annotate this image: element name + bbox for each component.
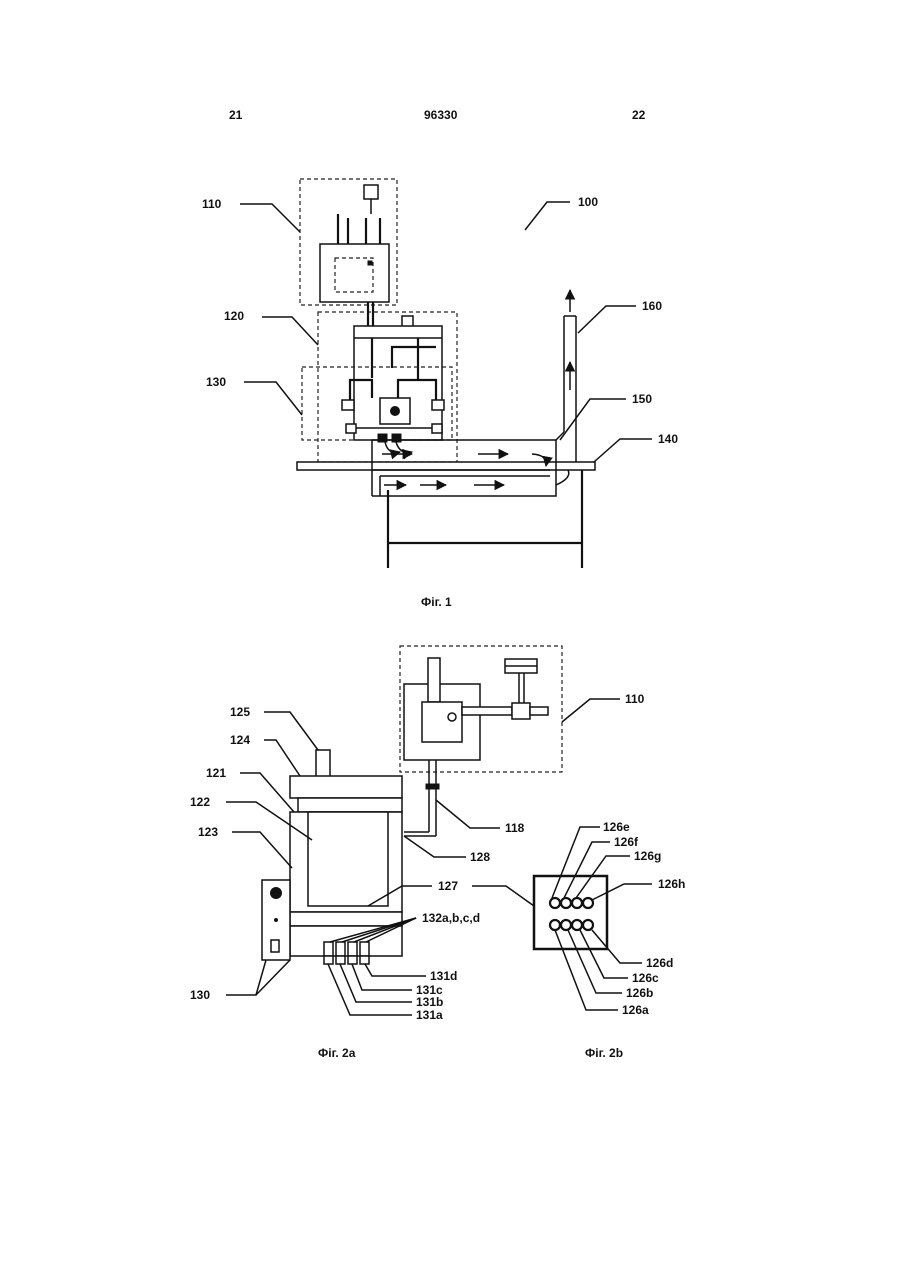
label-126c: 126c	[632, 971, 659, 985]
label-121: 121	[206, 766, 226, 780]
sensor-panel	[534, 876, 607, 949]
label-126h: 126h	[658, 877, 685, 891]
figure-1-caption: Фіг. 1	[421, 595, 452, 609]
label-124: 124	[230, 733, 250, 747]
label-123: 123	[198, 825, 218, 839]
label-131d: 131d	[430, 969, 457, 983]
label-132abcd: 132a,b,c,d	[422, 911, 480, 925]
label-126f: 126f	[614, 835, 639, 849]
label-126e: 126e	[603, 820, 630, 834]
figure-2b-caption: Фіг. 2b	[585, 1046, 623, 1060]
label-131b: 131b	[416, 995, 443, 1009]
figure-2a: 110 118 125 124 121 122	[190, 646, 645, 1060]
label-130-2a: 130	[190, 988, 210, 1002]
table-top	[297, 462, 595, 470]
label-110: 110	[202, 197, 222, 211]
chamber-122	[308, 812, 388, 906]
label-122: 122	[190, 795, 210, 809]
label-120: 120	[224, 309, 244, 323]
figure-2a-caption: Фіг. 2a	[318, 1046, 356, 1060]
label-110-2a: 110	[625, 692, 645, 706]
label-126g: 126g	[634, 849, 661, 863]
label-126d: 126d	[646, 956, 673, 970]
label-125: 125	[230, 705, 250, 719]
label-128: 128	[470, 850, 490, 864]
figure-1: 110 100 120 130	[202, 179, 678, 609]
vessel-110	[320, 244, 389, 302]
label-130: 130	[206, 375, 226, 389]
label-131a: 131a	[416, 1008, 443, 1022]
patent-number: 96330	[424, 108, 458, 122]
sensor-block	[364, 185, 378, 199]
label-127: 127	[438, 879, 458, 893]
label-150: 150	[632, 392, 652, 406]
right-page-number: 22	[632, 108, 646, 122]
label-126a: 126a	[622, 1003, 649, 1017]
label-140: 140	[658, 432, 678, 446]
figure-2b: 126e 126f 126g 126h 126d 126c 126b 126a …	[534, 820, 685, 1060]
label-100: 100	[578, 195, 598, 209]
label-160: 160	[642, 299, 662, 313]
label-126b: 126b	[626, 986, 653, 1000]
left-page-number: 21	[229, 108, 243, 122]
lid-124	[290, 776, 402, 798]
label-118: 118	[505, 821, 525, 835]
